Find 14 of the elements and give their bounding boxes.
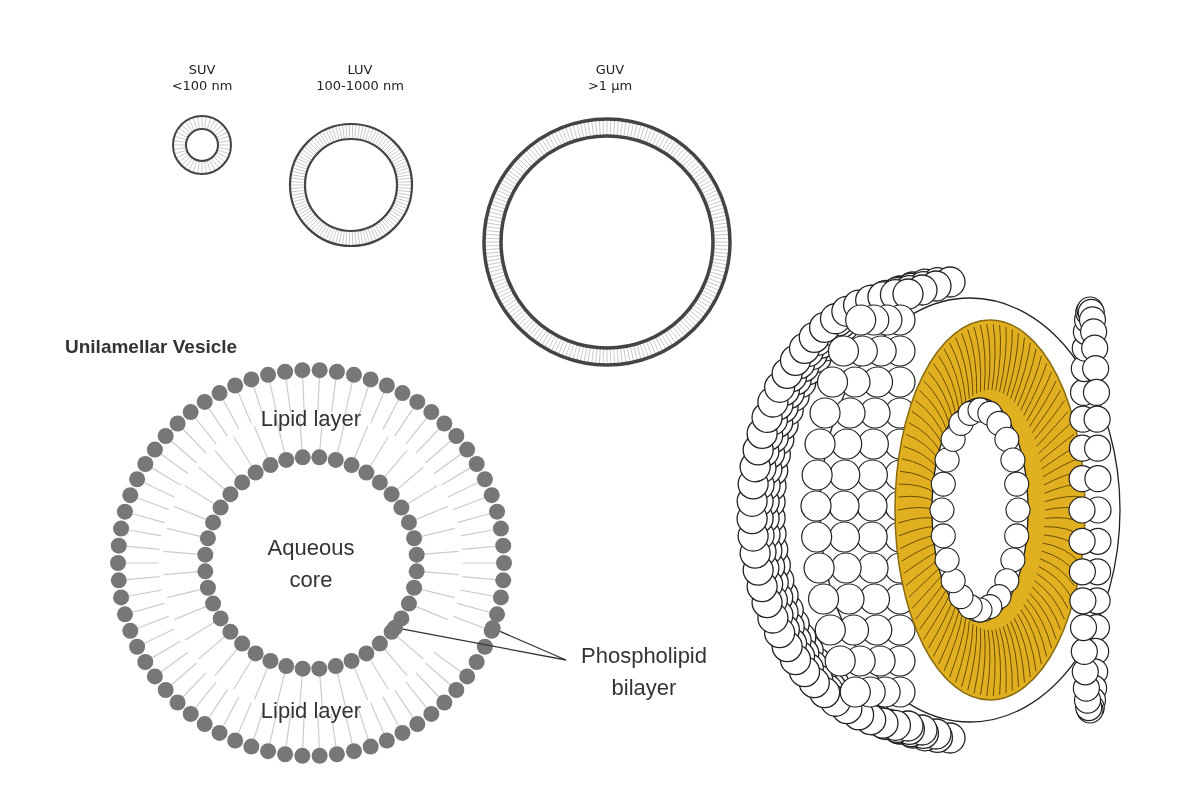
- phospholipid-head: [387, 619, 403, 636]
- size-label: >1 µm: [586, 78, 634, 93]
- heading: Unilamellar Vesicle: [65, 336, 238, 358]
- layer-label: Lipid layer: [259, 406, 363, 432]
- size-label: GUV: [594, 62, 626, 77]
- size-label: LUV: [346, 62, 374, 77]
- leader-line: [499, 630, 567, 661]
- size-label: <100 nm: [170, 78, 234, 93]
- core-label: Aqueous core: [266, 534, 356, 594]
- size-label: SUV: [187, 62, 217, 77]
- callout-label: Phospholipid bilayer: [564, 640, 724, 704]
- size-label: 100-1000 nm: [315, 78, 405, 93]
- leader-line: [402, 628, 567, 661]
- layer-label: Lipid layer: [259, 698, 363, 724]
